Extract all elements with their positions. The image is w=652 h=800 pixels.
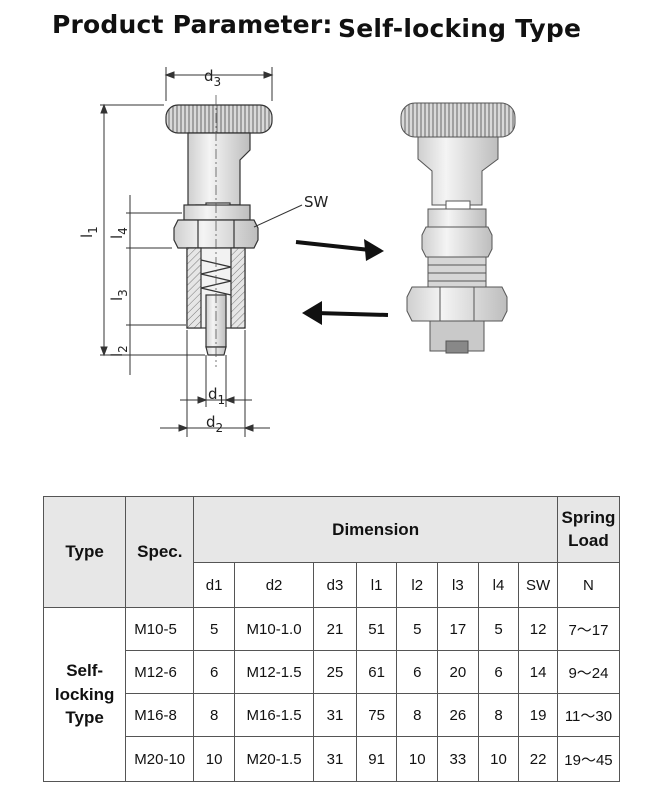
svg-text:d2: d2 — [206, 413, 223, 435]
cell: 5 — [477, 607, 520, 651]
table-row: M20-10 10 M20-1.5 31 91 10 33 10 22 19～4… — [44, 736, 621, 782]
cell: 22 — [518, 736, 558, 782]
cell: 10 — [193, 736, 235, 782]
cell: M12-1.5 — [233, 650, 315, 694]
cell: 12 — [518, 607, 558, 651]
spec-cell: M20-10 — [125, 736, 195, 782]
col-header: l1 — [355, 562, 398, 608]
header-spec: Spec. — [125, 496, 195, 608]
cell: 6 — [193, 650, 235, 694]
svg-text:l4: l4 — [108, 227, 130, 239]
header-row: Type Spec. Dimension Spring Load — [42, 496, 621, 608]
cell: 6 — [396, 650, 439, 694]
svg-text:l2: l2 — [108, 345, 130, 357]
cell: 25 — [313, 650, 357, 694]
table-row: M16-8 8 M16-1.5 31 75 8 26 8 19 11～30 — [44, 693, 621, 737]
cell: 31 — [313, 693, 357, 737]
cell: 21 — [313, 607, 357, 651]
cell: M20-1.5 — [233, 736, 315, 782]
svg-text:d1: d1 — [208, 385, 225, 407]
header-spring-load: Spring Load — [556, 496, 621, 563]
svg-text:l1: l1 — [78, 226, 100, 238]
svg-text:SW: SW — [304, 193, 329, 211]
spring-cell: 11～30 — [556, 693, 621, 737]
cell: 51 — [355, 607, 398, 651]
col-header: SW — [518, 562, 558, 608]
col-header: l3 — [437, 562, 479, 608]
spec-cell: M16-8 — [125, 693, 195, 737]
dimension-labels: d3 SW d1 d2 l1 l4 l3 l2 — [78, 67, 329, 435]
cell: 5 — [193, 607, 235, 651]
col-header: d3 — [313, 562, 357, 608]
svg-text:l3: l3 — [108, 289, 130, 301]
cell: 26 — [437, 693, 479, 737]
cell: M10-1.0 — [233, 607, 315, 651]
spring-cell: 19～45 — [556, 736, 621, 782]
spec-cell: M10-5 — [125, 607, 195, 651]
col-header: d1 — [193, 562, 235, 608]
cell: 10 — [477, 736, 520, 782]
subheader-row: d1 d2 d3 l1 l2 l3 l4 SW N — [44, 562, 621, 608]
cell: 91 — [355, 736, 398, 782]
cell: M16-1.5 — [233, 693, 315, 737]
cell: 6 — [477, 650, 520, 694]
cell: 20 — [437, 650, 479, 694]
header-dimension: Dimension — [193, 496, 558, 563]
cell: 17 — [437, 607, 479, 651]
cell: 33 — [437, 736, 479, 782]
page-subtitle: Self-locking Type — [338, 14, 582, 43]
cell: 10 — [396, 736, 439, 782]
section-drawing — [165, 95, 273, 367]
product-image — [400, 102, 516, 354]
cell: 75 — [355, 693, 398, 737]
svg-text:d3: d3 — [204, 67, 221, 89]
header-type: Type — [42, 496, 127, 608]
cell: 8 — [193, 693, 235, 737]
direction-arrows — [295, 239, 389, 325]
cell: 14 — [518, 650, 558, 694]
spring-cell: 7～17 — [556, 607, 621, 651]
cell: 31 — [313, 736, 357, 782]
spec-table: Type Spec. Dimension Spring Load d1 d2 d… — [42, 496, 621, 782]
table-row: Self-locking Type M10-5 5 M10-1.0 21 51 … — [42, 607, 621, 782]
technical-drawing: d3 SW d1 d2 l1 l4 l3 l2 — [78, 67, 516, 437]
page-title: Product Parameter: — [52, 10, 333, 39]
spec-cell: M12-6 — [125, 650, 195, 694]
cell: 8 — [477, 693, 520, 737]
table-row: M12-6 6 M12-1.5 25 61 6 20 6 14 9～24 — [44, 650, 621, 694]
spring-cell: 9～24 — [556, 650, 621, 694]
cell: 19 — [518, 693, 558, 737]
cell: 8 — [396, 693, 439, 737]
dimension-lines — [100, 67, 303, 437]
cell: 61 — [355, 650, 398, 694]
col-header-spring-unit: N — [556, 562, 621, 608]
cell: 5 — [396, 607, 439, 651]
col-header: l2 — [396, 562, 439, 608]
col-header: l4 — [477, 562, 520, 608]
col-header: d2 — [233, 562, 315, 608]
type-cell: Self-locking Type — [42, 607, 127, 782]
